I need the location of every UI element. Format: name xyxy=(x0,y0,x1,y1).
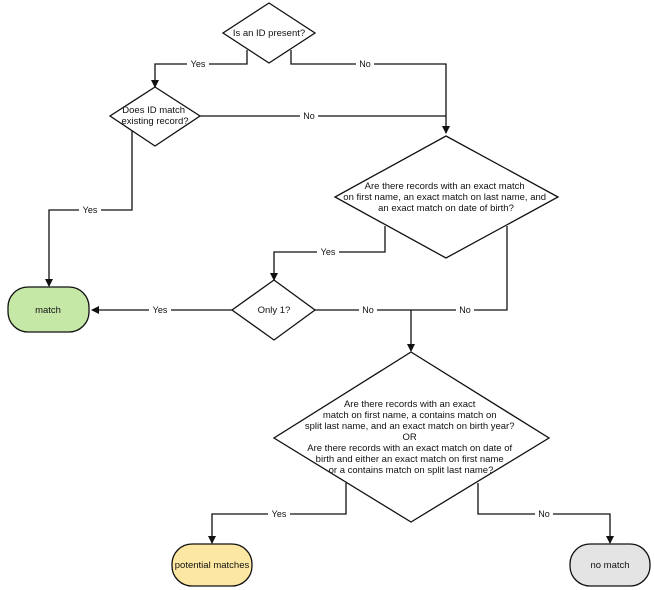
decision-id-match-text: Does ID match existing record? xyxy=(121,105,188,127)
decision-only-one: Only 1? xyxy=(230,279,317,341)
svg-text:No: No xyxy=(538,509,550,519)
svg-text:Yes: Yes xyxy=(272,509,287,519)
terminal-no-match: no match xyxy=(569,543,651,587)
terminal-match-label: match xyxy=(35,305,61,316)
svg-text:Yes: Yes xyxy=(83,205,98,215)
decision-contains-match-text: Are there records with an exact match on… xyxy=(305,399,517,476)
svg-text:No: No xyxy=(362,305,374,315)
decision-contains-match: Are there records with an exact match on… xyxy=(272,351,551,523)
svg-text:Yes: Yes xyxy=(153,305,168,315)
edge-only-one-no xyxy=(314,309,415,352)
svg-text:Yes: Yes xyxy=(321,247,336,257)
decision-id-present: Is an ID present? xyxy=(221,2,317,64)
decision-exact-match: Are there records with an exact match on… xyxy=(333,135,560,259)
edge-label-contains-no: No xyxy=(535,508,553,520)
decision-exact-match-text: Are there records with an exact match on… xyxy=(343,181,548,214)
edge-label-only-one-yes: Yes xyxy=(149,304,171,316)
decision-id-match: Does ID match existing record? xyxy=(108,86,202,147)
edge-label-id-match-no: No xyxy=(300,110,318,122)
edge-exact-no xyxy=(411,226,508,311)
svg-text:Yes: Yes xyxy=(191,59,206,69)
edge-label-id-present-yes: Yes xyxy=(187,58,209,70)
terminal-match: match xyxy=(7,286,90,333)
edge-label-contains-yes: Yes xyxy=(268,508,290,520)
svg-text:No: No xyxy=(303,111,315,121)
terminal-potential-matches: potential matches xyxy=(171,543,253,587)
decision-id-present-text: Is an ID present? xyxy=(233,28,305,39)
svg-text:No: No xyxy=(359,59,371,69)
decision-only-one-text: Only 1? xyxy=(258,305,291,316)
edge-label-id-present-no: No xyxy=(356,58,374,70)
edge-label-only-one-no: No xyxy=(359,304,377,316)
edge-label-id-match-yes: Yes xyxy=(79,204,101,216)
svg-text:No: No xyxy=(459,305,471,315)
terminal-no-match-label: no match xyxy=(590,560,629,571)
edge-label-exact-yes: Yes xyxy=(317,246,339,258)
terminal-potential-matches-label: potential matches xyxy=(175,560,250,571)
edge-label-exact-no: No xyxy=(456,304,474,316)
